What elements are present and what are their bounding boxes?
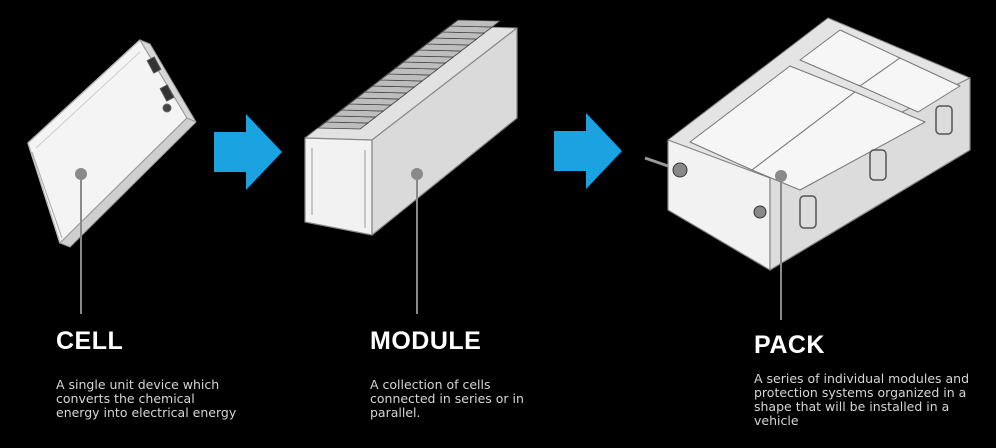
module-description-line: connected in series or in [370,391,524,406]
cell-illustration [27,39,197,248]
pack-description-line: shape that will be installed in a [754,399,950,414]
cell-connector [75,168,87,314]
pack-description-line: protection systems organized in a [754,385,967,400]
cell-description-line: converts the chemical [56,391,195,406]
pack-description-line: A series of individual modules and [754,371,970,386]
pack-title: PACK [754,331,825,359]
module-description: A collection of cells connected in serie… [370,378,524,420]
module-cell-top [449,19,501,28]
pack-description: A series of individual modules and prote… [754,372,969,428]
arrow-right-icon [214,114,282,190]
module-illustration [304,19,518,236]
pack-description-line: vehicle [754,413,799,428]
pack-connector [775,170,787,320]
cell-description-line: A single unit device which [56,377,220,392]
cell-description-line: energy into electrical energy [56,405,237,420]
arrow-right-icon [554,113,622,189]
cell-description: A single unit device which converts the … [56,378,236,420]
module-connector [411,168,423,314]
module-description-line: A collection of cells [370,377,491,392]
module-description-line: parallel. [370,405,421,420]
cell-title: CELL [56,327,124,355]
pack-illustration [644,17,971,271]
module-title: MODULE [370,327,482,355]
